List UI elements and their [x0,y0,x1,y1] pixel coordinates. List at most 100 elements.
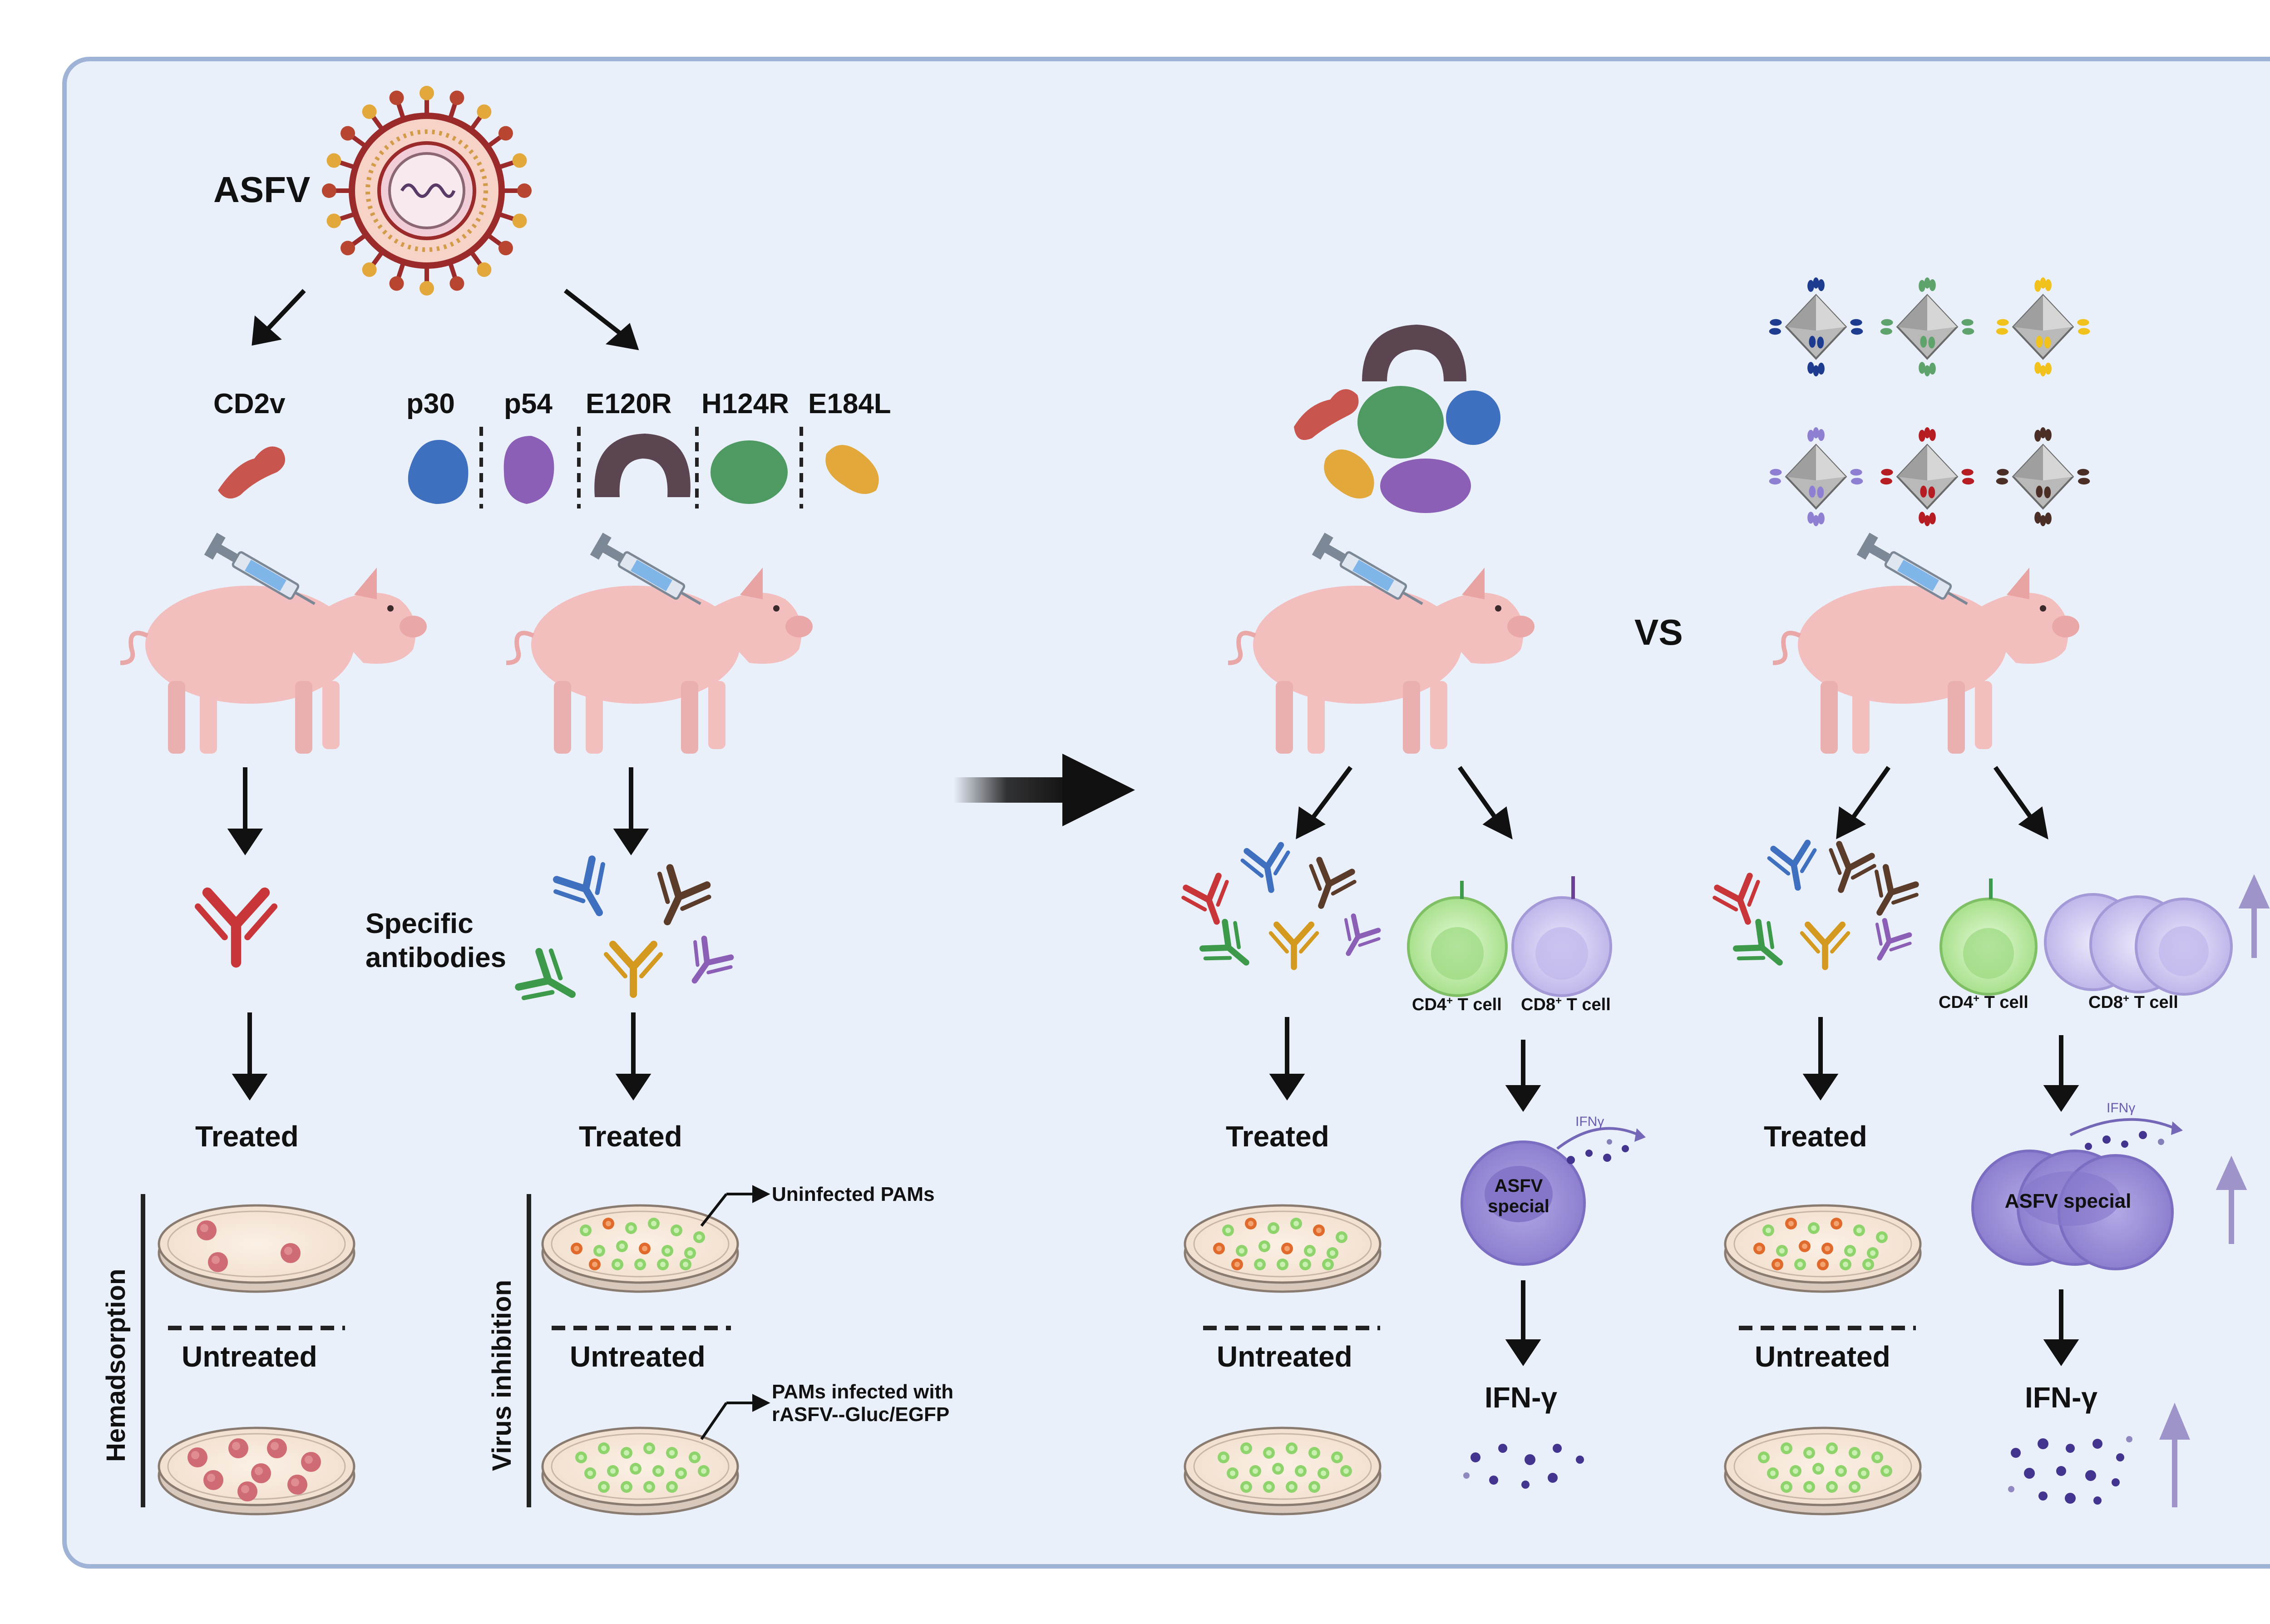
hemadsorption-label: Hemadsorption [101,1269,131,1462]
dish-cell [1835,1465,1847,1477]
virus-spike-tip [477,262,492,277]
dish-cell [580,1224,592,1236]
ifn-dots [1567,1139,1629,1164]
vs-label: VS [1634,612,1683,652]
dish-cell [1767,1467,1779,1479]
virus-spike-tip [340,241,355,256]
dish-cell [1318,1467,1329,1479]
virus-spike-tip [512,213,527,228]
dish-cell [598,1442,610,1454]
dish-cell [1240,1481,1252,1493]
dish-cell [1785,1218,1797,1229]
dish-cell [1213,1243,1225,1254]
dish-cell [652,1465,664,1477]
dish-cell [607,1465,619,1477]
ifn-gamma-label: IFN-γ [2025,1381,2097,1414]
pams-infected-label-line2: rASFV--Gluc/EGFP [772,1403,949,1426]
cd2v-label: CD2v [213,388,286,420]
virus-spike-tip [389,276,404,291]
up-arrow-icon [2159,1402,2190,1507]
treated-label: Treated [195,1120,299,1153]
dish-cell [1313,1224,1325,1236]
asfv-specific-t-cell-cluster-icon [1971,1150,2174,1270]
virus-spike-tip [419,86,434,100]
dish-cell [675,1467,687,1479]
dish-cell [1327,1247,1338,1259]
virus-spike-tip [498,126,513,141]
dish-cell [1762,1224,1774,1236]
e120r-protein-icon [594,434,691,497]
arrow-icon [1296,766,2048,839]
dish-cell [1263,1481,1275,1493]
dish-cell [1826,1481,1838,1493]
dish-cell [584,1467,596,1479]
dish-cell [1876,1231,1888,1243]
asfv-special-label-line2: special [1488,1196,1550,1216]
dish-cell [602,1218,614,1229]
dish-cell [612,1259,623,1270]
dish-cell [671,1224,682,1236]
petri-dish-icon [159,1205,354,1292]
dish-cell [1826,1442,1838,1454]
dish-cell [680,1259,691,1270]
dish-cell [1880,1465,1892,1477]
secretion-arrow [2069,1118,2176,1136]
arrow-icon [1269,1017,2079,1367]
callout-pointer [700,1185,770,1440]
up-arrow-icon [2238,874,2270,958]
dish-cell [1853,1224,1865,1236]
dish-cell [1858,1467,1870,1479]
petri-dish-icon [1725,1428,1920,1514]
dish-cell [1277,1259,1288,1270]
dish-cell [1849,1447,1860,1459]
virus-inhibition-label: Virus inhibition [487,1280,517,1471]
e184l-protein-icon [825,445,879,494]
cd2v-protein-icon [218,446,285,499]
dish-cell [648,1218,660,1229]
petri-dish-icon [1725,1205,1920,1292]
dish-cell [657,1259,669,1270]
arrow-icon [227,767,651,1101]
ifn-dots [2085,1131,2164,1150]
dish-cell [1758,1451,1770,1463]
virus-spike-tip [449,276,464,291]
secretion-arrow [1556,1127,1640,1150]
e184l-label: E184L [808,388,891,420]
cd4-t-cell-icon [1939,879,2038,996]
dish-cell [616,1240,628,1252]
asfv-virus-icon [322,86,532,296]
virus-spike-tip [362,104,377,119]
untreated-label: Untreated [570,1340,706,1373]
dish-cell [1286,1481,1298,1493]
diagram-panel [62,57,2270,1569]
uninfected-pams-label: Uninfected PAMs [772,1183,935,1205]
dish-cell [1218,1451,1229,1463]
petri-dish-icon [543,1428,738,1514]
cd8-t-cell-icon [1511,876,1612,997]
dish-cell [1781,1481,1792,1493]
dish-cell [661,1245,673,1257]
protein-cocktail-icon [1294,325,1500,513]
cd8-t-cell-cluster-icon [2044,893,2233,996]
dish-cell [571,1243,582,1254]
cd8-t-cell-label: CD8+ T cell [1521,995,1611,1015]
dish-cell [1249,1465,1261,1477]
asfv-label: ASFV [213,169,310,210]
dish-cell [1840,1259,1851,1270]
virus-spike-tip [477,104,492,119]
virus-spike-tip [389,90,404,105]
dish-cell [1308,1447,1320,1459]
secretion-arrow-head [1634,1128,1646,1142]
virus-spike-tip [449,90,464,105]
dish-cell [643,1442,655,1454]
dish-cell [1772,1259,1783,1270]
virus-spike-tip [326,213,341,228]
h124r-label: H124R [701,388,789,420]
dish-cell [589,1259,601,1270]
dish-cell [1803,1481,1815,1493]
dish-cell [575,1451,587,1463]
secretion-arrow-head [2171,1121,2183,1135]
e120r-label: E120R [586,388,672,420]
dish-cell [693,1231,705,1243]
